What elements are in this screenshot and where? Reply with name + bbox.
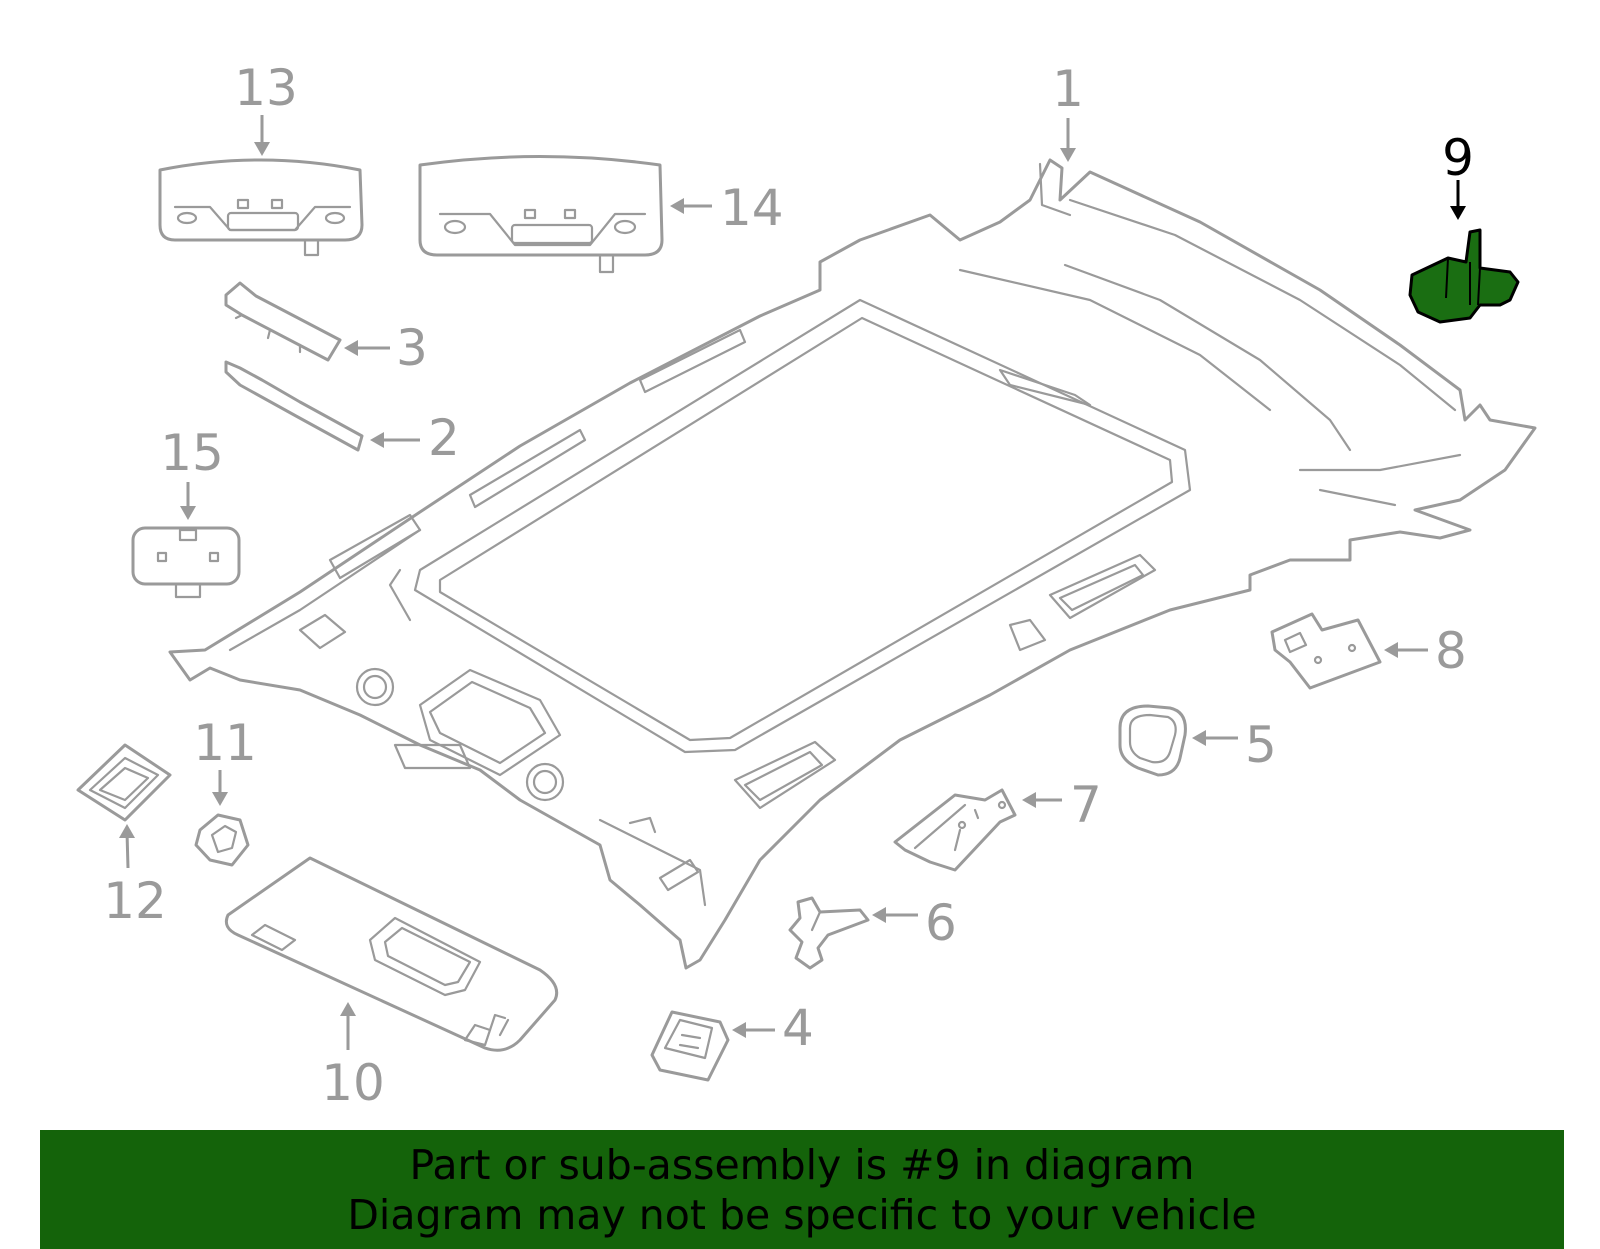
callout-5: 5 <box>1192 716 1277 774</box>
bracket-part-3[interactable] <box>224 281 342 362</box>
callout-12: 12 <box>103 824 167 930</box>
callout-number: 3 <box>396 319 428 377</box>
callout-number: 5 <box>1245 716 1277 774</box>
banner-line-1: Part or sub-assembly is #9 in diagram <box>409 1140 1195 1189</box>
callout-number: 14 <box>720 179 784 237</box>
sun-visor-part-10[interactable] <box>224 856 559 1052</box>
callout-1: 1 <box>1052 60 1084 162</box>
clip-part-11[interactable] <box>194 813 250 867</box>
callout-number: 10 <box>321 1054 385 1112</box>
callout-6: 6 <box>872 894 957 952</box>
headliner-part-1[interactable] <box>168 158 1537 970</box>
callout-3: 3 <box>344 319 428 377</box>
hook-part-6[interactable] <box>788 896 870 970</box>
cover-part-4[interactable] <box>650 1010 730 1082</box>
callout-number: 11 <box>193 714 257 772</box>
banner-line-2: Diagram may not be specific to your vehi… <box>347 1190 1257 1239</box>
callout-number: 8 <box>1435 622 1467 680</box>
info-banner: Part or sub-assembly is #9 in diagram Di… <box>40 1130 1564 1249</box>
callout-number: 1 <box>1052 60 1084 118</box>
callout-number: 9 <box>1442 129 1474 187</box>
callout-2: 2 <box>370 409 460 467</box>
strip-part-2[interactable] <box>224 360 364 452</box>
callout-number: 7 <box>1070 776 1102 834</box>
callout-11: 11 <box>193 714 257 806</box>
callout-8: 8 <box>1384 622 1467 680</box>
overhead-console-part-13[interactable] <box>158 158 364 257</box>
cover-part-12[interactable] <box>76 743 172 822</box>
callout-14: 14 <box>670 179 784 237</box>
callout-number: 15 <box>160 424 224 482</box>
callout-13: 13 <box>234 59 298 156</box>
highlighted-bracket-part-9[interactable] <box>1408 228 1520 324</box>
callout-7: 7 <box>1022 776 1102 834</box>
callout-number: 4 <box>782 999 814 1057</box>
callout-15: 15 <box>160 424 224 520</box>
callout-number: 13 <box>234 59 298 117</box>
lamp-part-5[interactable] <box>1118 704 1187 777</box>
callout-number: 2 <box>428 409 460 467</box>
callout-number: 6 <box>925 894 957 952</box>
callout-4: 4 <box>732 999 814 1057</box>
callout-number: 12 <box>103 872 167 930</box>
bracket-part-7[interactable] <box>893 788 1017 872</box>
callout-10: 10 <box>321 1002 385 1112</box>
lamp-part-15[interactable] <box>131 526 241 599</box>
overhead-console-part-14[interactable] <box>418 155 664 274</box>
callout-9: 9 <box>1442 129 1474 220</box>
bracket-part-8[interactable] <box>1270 612 1382 690</box>
